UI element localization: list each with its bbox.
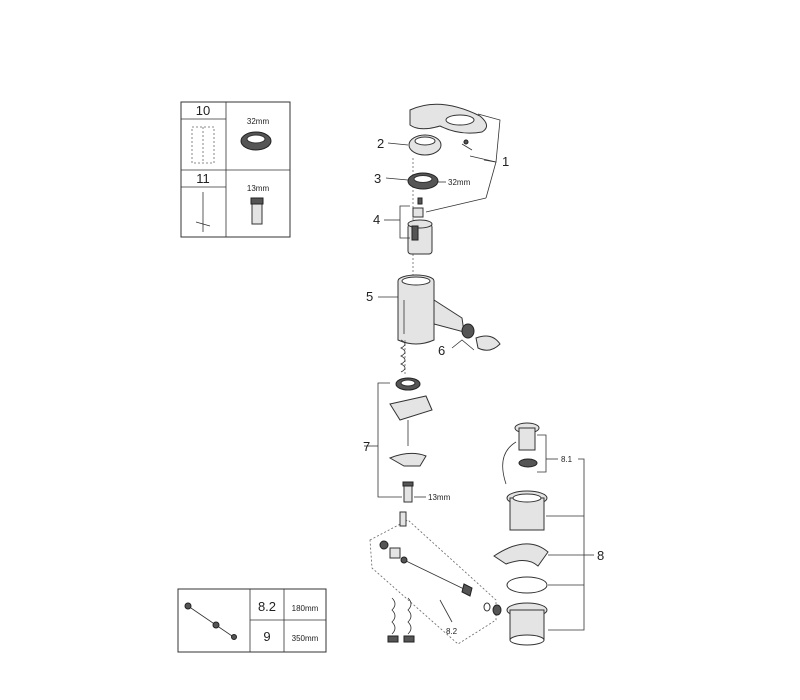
leader-8-1 xyxy=(537,434,547,473)
hose-length-180mm: 180mm xyxy=(292,604,319,613)
dimension-32mm: 32mm xyxy=(448,178,471,187)
hose-table: 8.2 180mm 9 350mm xyxy=(177,588,327,653)
leader-7 xyxy=(377,382,402,498)
callout-5: 5 xyxy=(366,289,373,304)
mounting-set xyxy=(388,377,433,503)
pop-up-rod-set xyxy=(369,511,502,645)
hose-number-9: 9 xyxy=(263,629,270,644)
callout-1: 1 xyxy=(502,154,509,169)
callout-7: 7 xyxy=(363,439,370,454)
tools-table: 10 32mm 11 13mm xyxy=(180,101,291,238)
tool-number-11: 11 xyxy=(196,171,210,186)
callout-8: 8 xyxy=(597,548,604,563)
lever-handle xyxy=(409,103,487,151)
tool-dimension-32mm: 32mm xyxy=(247,117,270,126)
pop-up-rod-icon xyxy=(184,602,237,640)
swivel-spray xyxy=(461,323,501,351)
key-tool-icon xyxy=(195,192,211,232)
hose-table-frame xyxy=(177,588,327,653)
callout-6: 6 xyxy=(438,343,445,358)
callout-3: 3 xyxy=(374,171,381,186)
flexible-hose xyxy=(400,339,406,376)
assembly-arrow xyxy=(502,441,517,485)
mixer-body xyxy=(397,274,465,345)
callout-8-2: 8.2 xyxy=(446,627,458,636)
cover-cap xyxy=(408,134,442,156)
callout-4: 4 xyxy=(373,212,380,227)
leader-6 xyxy=(451,339,475,351)
leader-2 xyxy=(387,142,409,146)
leader-8-2 xyxy=(439,599,453,623)
leader-3 xyxy=(385,177,409,181)
callout-8-1: 8.1 xyxy=(561,455,573,464)
leader-4 xyxy=(399,205,410,239)
assembly: 1 2 3 32mm 4 xyxy=(363,103,604,646)
pop-up-waste xyxy=(493,422,549,646)
insert-13mm-icon xyxy=(250,197,264,225)
callout-2: 2 xyxy=(377,136,384,151)
dimension-13mm: 13mm xyxy=(428,493,451,502)
tools-table-frame xyxy=(180,101,291,238)
sleeve-tool-icon xyxy=(191,126,215,164)
hose-number-8-2: 8.2 xyxy=(258,599,276,614)
leader-1 xyxy=(469,155,497,163)
hose-length-350mm: 350mm xyxy=(292,634,319,643)
ring-32mm-icon xyxy=(240,131,272,151)
leader-8 xyxy=(548,458,585,631)
tool-dimension-13mm: 13mm xyxy=(247,184,270,193)
leader-1 xyxy=(485,161,497,199)
leader-1 xyxy=(425,197,487,213)
cartridge-parts xyxy=(407,197,433,255)
threaded-ring xyxy=(407,172,439,190)
tool-number-10: 10 xyxy=(196,103,210,118)
